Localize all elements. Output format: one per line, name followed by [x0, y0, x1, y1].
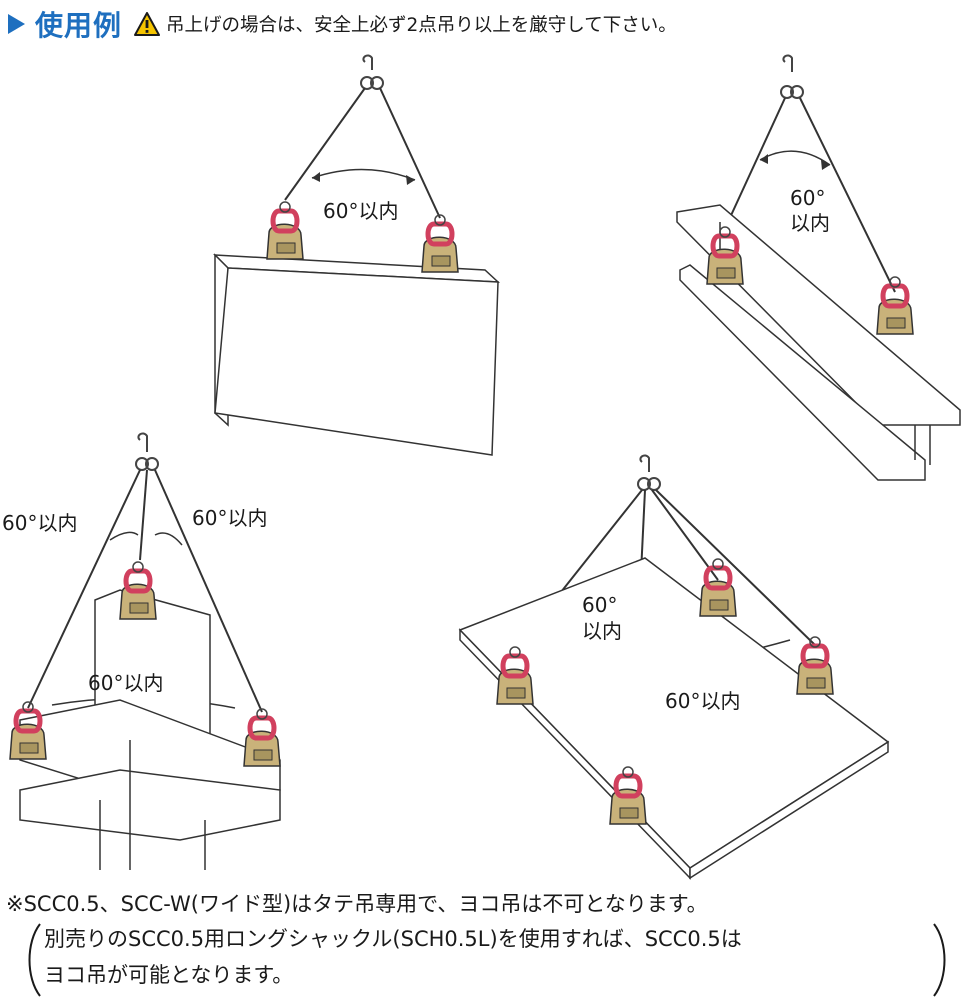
usage-illustrations: 60°以内 60° 以内 [2, 54, 961, 880]
illustration-flat-plate-lift [458, 454, 890, 880]
warning-icon [134, 12, 161, 36]
label-angle-beam-1: 60° [790, 186, 825, 210]
warning-text: 吊上げの場合は、安全上必ず2点吊り以上を厳守して下さい。 [166, 15, 677, 36]
label-angle-flat-side: 60°以内 [665, 689, 740, 713]
label-angle-plate: 60°以内 [323, 199, 398, 223]
open-paren-bracket [28, 923, 41, 997]
label-angle-flat-1: 60° [582, 593, 617, 617]
illustration-tbeam-lift [10, 432, 280, 870]
label-angle-tbeam-center: 60°以内 [88, 671, 163, 695]
illustration-beam-lift [676, 54, 961, 481]
label-angle-tbeam-left: 60°以内 [2, 511, 77, 535]
page-title: 使用例 [35, 9, 123, 42]
note-line-3: ヨコ吊が可能となります。 [44, 963, 294, 987]
label-angle-tbeam-right: 60°以内 [192, 506, 267, 530]
label-angle-beam-2: 以内 [790, 211, 830, 235]
illustration-plate-lift [213, 54, 501, 456]
play-triangle-icon [8, 14, 25, 34]
note-line-2: 別売りのSCC0.5用ロングシャックル(SCH0.5L)を使用すれば、SCC0.… [44, 927, 742, 951]
header: 使用例 吊上げの場合は、安全上必ず2点吊り以上を厳守して下さい。 [8, 2, 677, 46]
note-line-1: ※SCC0.5、SCC-W(ワイド型)はタテ吊専用で、ヨコ吊は不可となります。 [6, 892, 708, 916]
close-paren-bracket [933, 923, 946, 997]
label-angle-flat-2: 以内 [582, 619, 622, 643]
